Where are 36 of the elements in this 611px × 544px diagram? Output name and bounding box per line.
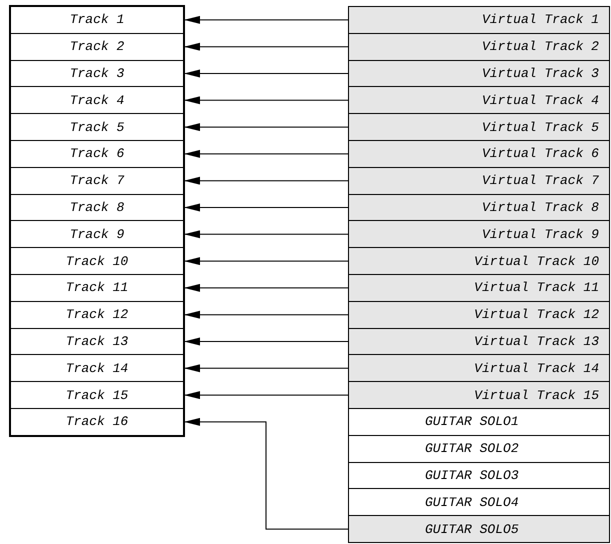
arrow [184, 123, 348, 132]
virtual-track-cell: Virtual Track 10 [348, 247, 610, 275]
virtual-track-cell: Virtual Track 15 [348, 381, 610, 409]
virtual-track-cell: Virtual Track 3 [348, 60, 610, 88]
virtual-track-cell: Virtual Track 11 [348, 274, 610, 302]
virtual-track-cell: Virtual Track 9 [348, 220, 610, 248]
virtual-track-cell: GUITAR SOLO1 [348, 408, 610, 436]
virtual-track-cell: Virtual Track 6 [348, 140, 610, 168]
virtual-track-cell: GUITAR SOLO2 [348, 434, 610, 463]
virtual-track-cell: Virtual Track 14 [348, 354, 610, 382]
arrow [184, 364, 348, 372]
virtual-track-cell: Virtual Track 7 [348, 166, 610, 195]
arrow [184, 338, 348, 346]
arrow [184, 230, 348, 238]
virtual-track-cell: Virtual Track 4 [348, 86, 610, 114]
arrow [184, 42, 348, 51]
virtual-track-cell: Virtual Track 1 [348, 6, 610, 34]
arrow [184, 257, 348, 266]
virtual-track-cell: Virtual Track 5 [348, 113, 610, 141]
arrow [184, 16, 348, 24]
virtual-track-cell: Virtual Track 2 [348, 32, 610, 61]
arrow [184, 70, 348, 78]
arrow [184, 204, 348, 212]
virtual-track-cell: Virtual Track 12 [348, 300, 610, 329]
arrow [184, 96, 348, 104]
arrow [184, 176, 348, 185]
virtual-track-cell: GUITAR SOLO5 [348, 515, 610, 543]
arrow [184, 418, 348, 530]
virtual-track-cell: GUITAR SOLO4 [348, 488, 610, 516]
arrow [184, 391, 348, 400]
virtual-track-cell: Virtual Track 13 [348, 328, 610, 356]
arrow [184, 310, 348, 319]
arrow [184, 150, 348, 158]
arrow [184, 284, 348, 292]
virtual-track-cell: Virtual Track 8 [348, 194, 610, 222]
virtual-track-cell: GUITAR SOLO3 [348, 462, 610, 490]
